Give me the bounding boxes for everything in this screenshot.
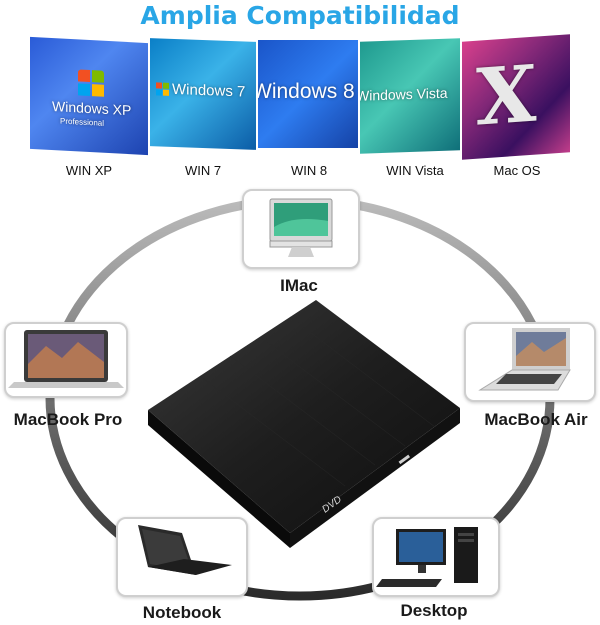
windows-logo-icon <box>156 82 170 96</box>
macbook-air-icon <box>478 328 571 391</box>
os-label-win-7: WIN 7 <box>184 163 222 178</box>
imac-icon <box>269 198 333 257</box>
device-card-desktop <box>372 517 500 597</box>
desktop-icon <box>376 527 478 587</box>
device-label-notebook: Notebook <box>142 603 222 622</box>
os-tile-subtext: Professional <box>60 116 105 128</box>
os-tile-win-vista: Windows Vista <box>360 38 460 154</box>
os-tile-win-xp: Windows XP Professional <box>30 36 148 156</box>
device-card-macbook-pro <box>4 322 128 398</box>
os-label-win-8: WIN 8 <box>290 163 328 178</box>
device-label-desktop: Desktop <box>400 601 468 620</box>
device-ring-scene: DVD <box>45 195 555 601</box>
drive-front <box>290 408 460 548</box>
device-card-notebook <box>116 517 248 597</box>
device-label-macbook-air: MacBook Air <box>484 410 588 429</box>
mac-os-x-logo: X <box>476 48 537 144</box>
os-tile-mac-os: X <box>462 34 570 160</box>
os-tile-win-8: Windows 8 <box>258 40 358 148</box>
device-label-imac: IMac <box>280 276 318 295</box>
os-label-win-xp: WIN XP <box>65 163 113 178</box>
device-card-macbook-air <box>464 322 596 402</box>
os-label-win-vista: WIN Vista <box>386 163 444 178</box>
external-dvd-drive <box>148 300 460 533</box>
drive-side <box>148 410 290 548</box>
device-card-imac <box>242 189 360 269</box>
os-compatibility-strip: Windows XP Professional WIN XP Windows 7… <box>0 0 600 190</box>
notebook-icon <box>138 525 232 575</box>
os-label-mac-os: Mac OS <box>493 163 541 178</box>
drive-slot-light <box>398 454 411 465</box>
os-tile-win-7: Windows 7 <box>150 38 256 150</box>
os-tile-text: Windows 8 <box>258 80 355 103</box>
page-title: Amplia Compatibilidad <box>140 1 460 30</box>
windows-logo-icon <box>78 69 104 97</box>
os-tile-text: Windows Vista <box>360 84 448 104</box>
os-tile-text: Windows XP <box>52 98 132 119</box>
os-tile-text: Windows 7 <box>172 80 246 101</box>
macbook-pro-icon <box>8 330 124 388</box>
device-label-macbook-pro: MacBook Pro <box>13 410 123 429</box>
